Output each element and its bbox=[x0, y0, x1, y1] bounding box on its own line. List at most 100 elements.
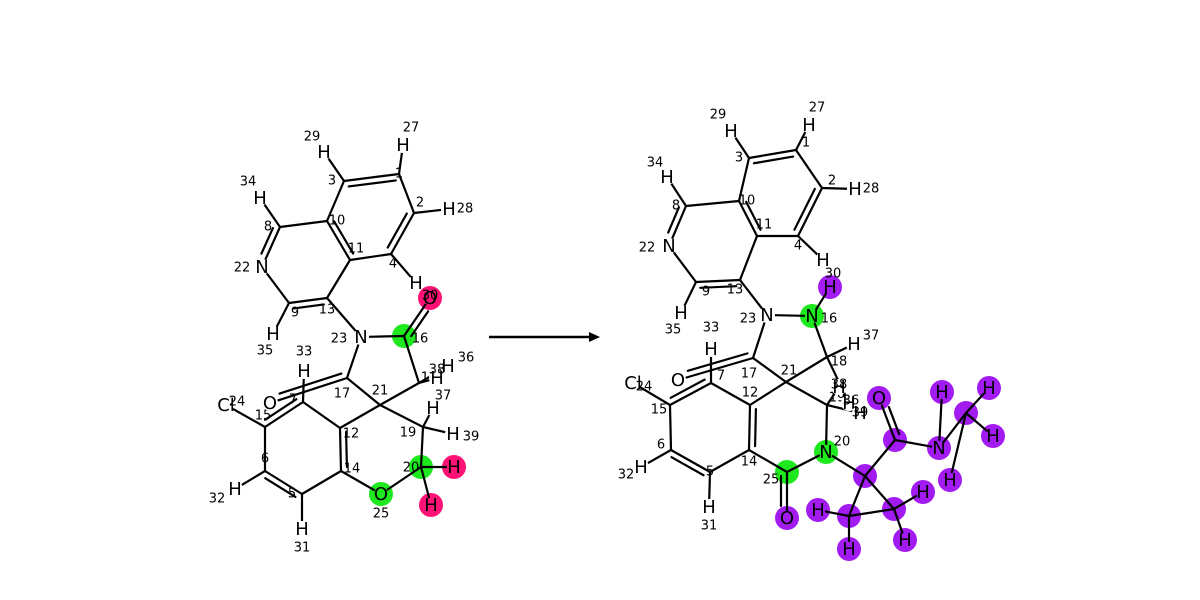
product-atom-bg-38 bbox=[831, 379, 847, 395]
product-bond-49 bbox=[893, 438, 933, 448]
reactant-bond-36 bbox=[275, 301, 291, 328]
product-bond-2 bbox=[793, 186, 824, 238]
reactant-atom-symbol-26: O bbox=[263, 393, 277, 414]
reactant-atom-index-27: 27 bbox=[403, 121, 420, 136]
product-atom-index-18: 18 bbox=[831, 355, 848, 370]
product-bond-51 bbox=[942, 411, 968, 443]
reactant-atom-bg-26 bbox=[262, 395, 278, 411]
product-atom-symbol-35: H bbox=[674, 303, 688, 324]
product-atom-symbol-55: H bbox=[916, 482, 930, 503]
product-bond-27 bbox=[668, 378, 713, 407]
reactant-bond-39 bbox=[301, 377, 305, 404]
product-atom-highlight-41 bbox=[775, 506, 799, 530]
reactant-bond-6 bbox=[342, 172, 401, 188]
product-bond-61 bbox=[892, 507, 904, 534]
reactant-bond-20 bbox=[378, 403, 425, 429]
product-atom-index-9: 9 bbox=[702, 285, 710, 300]
product-atom-bg-23 bbox=[759, 307, 775, 323]
reactant-atom-bg-24 bbox=[218, 397, 234, 413]
product-atom-index-31: 31 bbox=[701, 519, 718, 534]
reactant-atom-index-8: 8 bbox=[264, 220, 272, 235]
reactant-bond-15 bbox=[402, 334, 421, 385]
product-atom-index-6: 6 bbox=[657, 438, 665, 453]
product-bond-14 bbox=[815, 292, 827, 311]
reactant-atom-bg-27 bbox=[395, 137, 411, 153]
product-bond-12 bbox=[738, 278, 764, 310]
product-atom-bg-35 bbox=[673, 305, 689, 321]
product-atom-symbol-46: H bbox=[935, 382, 949, 403]
reactant-bond-11 bbox=[325, 258, 352, 300]
reactant-molecule: 123456789101112131415161718192021N22N23C… bbox=[209, 121, 480, 556]
reactant-atom-bg-39 bbox=[445, 426, 461, 442]
product-highlight-layer bbox=[775, 275, 1005, 561]
product-atom-symbol-52: H bbox=[811, 500, 825, 521]
product-bond-15 bbox=[813, 322, 829, 359]
reactant-atom-index-6: 6 bbox=[261, 452, 269, 467]
product-atom-index-37: 37 bbox=[863, 329, 880, 344]
product-bond-4 bbox=[737, 199, 762, 238]
reactant-bond-27 bbox=[263, 398, 305, 429]
product-atom-index-34: 34 bbox=[647, 156, 664, 171]
reactant-atom-index-29: 29 bbox=[304, 130, 321, 145]
reactant-atom-bg-29 bbox=[316, 144, 332, 160]
product-atom-index-23: 23 bbox=[740, 312, 757, 327]
product-bond-39 bbox=[646, 448, 673, 465]
reactant-atom-index-30: 30 bbox=[422, 289, 439, 304]
reactant-bond-10 bbox=[287, 296, 329, 310]
product-bond-8 bbox=[667, 204, 688, 240]
reactant-label-layer: 123456789101112131415161718192021N22N23C… bbox=[209, 121, 480, 556]
reactant-bond-18 bbox=[345, 376, 382, 407]
product-atom-bg-33 bbox=[703, 341, 719, 357]
product-bond-18 bbox=[751, 356, 788, 384]
product-bond-25 bbox=[748, 380, 788, 407]
product-atom-index-27: 27 bbox=[809, 101, 826, 116]
product-atom-symbol-33: H bbox=[704, 339, 718, 360]
reactant-bond-31 bbox=[231, 407, 267, 429]
product-atom-symbol-49: H bbox=[982, 378, 996, 399]
product-atom-index-1: 1 bbox=[802, 136, 810, 151]
reactant-bond-42 bbox=[421, 413, 431, 429]
product-atom-symbol-37: H bbox=[847, 334, 861, 355]
reactant-atom-index-39: 39 bbox=[463, 430, 480, 445]
reactant-bond-29 bbox=[263, 469, 304, 499]
product-atom-symbol-45: N bbox=[932, 438, 945, 459]
product-atom-index-7: 7 bbox=[717, 369, 725, 384]
product-atom-index-14: 14 bbox=[741, 455, 758, 470]
reactant-atom-index-28: 28 bbox=[457, 202, 474, 217]
reactant-bond-25 bbox=[338, 403, 382, 430]
product-atom-symbol-24: Cl bbox=[624, 373, 642, 394]
reactant-bond-8 bbox=[260, 225, 282, 261]
product-atom-bg-28 bbox=[847, 181, 863, 197]
product-bond-37 bbox=[683, 280, 698, 307]
product-atom-bg-27 bbox=[801, 117, 817, 133]
reactant-atom-bg-34 bbox=[252, 190, 268, 206]
reactant-bond-layer bbox=[231, 151, 448, 523]
product-atom-symbol-39: H bbox=[853, 403, 867, 424]
product-atom-highlight-20 bbox=[814, 440, 838, 464]
reactant-atom-bg-36 bbox=[440, 358, 456, 374]
reactant-bond-12 bbox=[325, 296, 357, 333]
reactant-bond-4 bbox=[325, 219, 355, 262]
reactant-atom-index-38: 38 bbox=[429, 363, 446, 378]
reactant-atom-index-11: 11 bbox=[348, 242, 365, 257]
product-atom-highlight-55 bbox=[911, 480, 935, 504]
reactant-atom-index-33: 33 bbox=[296, 345, 313, 360]
product-bond-50 bbox=[938, 398, 943, 442]
product-atom-index-8: 8 bbox=[672, 199, 680, 214]
product-atom-highlight-56 bbox=[893, 528, 917, 552]
product-atom-symbol-26: O bbox=[671, 370, 685, 391]
product-atom-index-16: 16 bbox=[821, 312, 838, 327]
product-atom-symbol-20: N bbox=[819, 442, 832, 463]
product-atom-symbol-56: H bbox=[898, 530, 912, 551]
reactant-atom-index-23: 23 bbox=[331, 332, 348, 347]
product-atom-index-12: 12 bbox=[742, 386, 759, 401]
product-bond-54 bbox=[964, 411, 989, 432]
reactant-atom-index-20: 20 bbox=[403, 461, 420, 476]
product-atom-index-39: 39 bbox=[852, 406, 869, 421]
product-bond-6 bbox=[747, 148, 798, 165]
reactant-atom-symbol-33: H bbox=[297, 361, 311, 382]
reactant-atom-index-2: 2 bbox=[416, 196, 424, 211]
reactant-atom-bg-38 bbox=[429, 370, 445, 386]
reactant-atom-bg-23 bbox=[353, 329, 369, 345]
